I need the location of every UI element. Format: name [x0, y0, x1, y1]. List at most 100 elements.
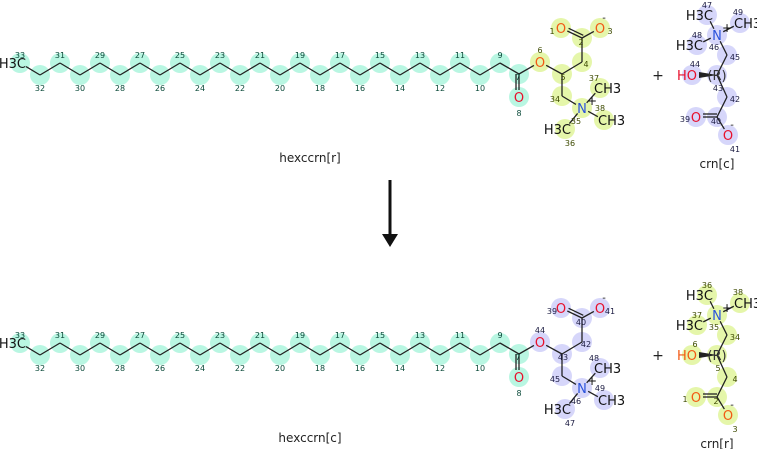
bond	[139, 342, 161, 356]
atom-number: 47	[565, 419, 575, 428]
atom-number: 1	[549, 27, 554, 36]
atom-number: 35	[571, 117, 581, 126]
atom-number: 42	[581, 340, 591, 349]
atom-symbol: H3C	[0, 57, 26, 72]
atom-symbol: H3C	[0, 337, 26, 352]
atom-number: 34	[730, 333, 740, 342]
bond	[719, 320, 728, 336]
bond	[568, 393, 579, 404]
atom-number: 10	[475, 364, 485, 373]
atom-number: 49	[733, 8, 743, 17]
atom-highlight	[590, 18, 610, 38]
charge-sign: -	[730, 400, 734, 411]
bond	[139, 62, 161, 76]
atom-symbol: O	[723, 409, 733, 424]
atom-number: 30	[75, 364, 85, 373]
bond	[239, 342, 261, 356]
atom-number: 42	[730, 95, 740, 104]
atom-symbol: (R)	[707, 349, 726, 364]
atom-number: 20	[275, 84, 285, 93]
bond	[59, 342, 81, 356]
bond	[359, 342, 381, 356]
bond	[79, 342, 101, 356]
atom-number: 37	[692, 311, 702, 320]
atom-symbol: O	[535, 56, 545, 71]
bond	[716, 96, 728, 118]
bond	[722, 25, 735, 33]
atom-number: 30	[75, 84, 85, 93]
atom-highlight	[530, 332, 550, 352]
plus-sign-top: +	[652, 68, 664, 84]
bond	[319, 342, 341, 356]
bond	[25, 66, 41, 76]
atom-highlight	[555, 119, 575, 139]
atom-number: 33	[15, 51, 25, 60]
atom-number: 16	[355, 364, 365, 373]
bond	[259, 62, 281, 76]
atom-number: 38	[733, 288, 743, 297]
atom-number: 9	[497, 331, 502, 340]
atom-symbol: CH3	[594, 362, 621, 377]
atom-number: 8	[516, 109, 521, 118]
atom-highlight	[697, 285, 717, 305]
bond	[561, 95, 577, 105]
bond	[59, 62, 81, 76]
atom-symbol: HO	[677, 349, 697, 364]
atom-number: 7	[515, 73, 520, 82]
atom-number: 40	[711, 117, 721, 126]
atom-number: 18	[315, 364, 325, 373]
atom-number: 21	[255, 51, 265, 60]
atom-number: 6	[537, 46, 542, 55]
atom-highlight	[530, 52, 550, 72]
atom-symbol: CH3	[598, 114, 625, 129]
atom-symbol: CH3	[734, 17, 757, 32]
atom-number: 4	[583, 60, 588, 69]
bond	[587, 390, 599, 398]
atom-number: 8	[516, 389, 521, 398]
bond	[568, 113, 579, 124]
atom-symbol: O	[723, 129, 733, 144]
atom-number: 22	[235, 364, 245, 373]
atom-highlight	[10, 333, 30, 353]
atom-number: 39	[680, 115, 690, 124]
atom-highlight	[687, 315, 707, 335]
charge-sign: +	[587, 374, 597, 388]
atom-symbol: O	[691, 391, 701, 406]
atom-symbol: O	[556, 302, 566, 317]
atom-highlight	[551, 18, 571, 38]
atom-number: 21	[255, 331, 265, 340]
bond	[702, 317, 712, 323]
bond	[279, 62, 301, 76]
atom-number: 26	[155, 84, 165, 93]
atom-highlight	[594, 110, 614, 130]
bond	[518, 64, 535, 75]
bond	[561, 375, 577, 385]
bond	[479, 62, 501, 76]
bond	[399, 62, 421, 76]
atom-symbol: H3C	[676, 319, 703, 334]
bond	[119, 342, 141, 356]
molecule-name: crn[r]	[700, 437, 733, 449]
atom-number: 37	[589, 74, 599, 83]
atom-symbol: (R)	[707, 69, 726, 84]
atom-symbol: CH3	[734, 297, 757, 312]
bond	[79, 62, 101, 76]
bond	[586, 372, 596, 384]
bond	[568, 307, 584, 316]
atom-symbol: N	[577, 102, 587, 117]
bond	[716, 54, 728, 76]
bond	[399, 342, 421, 356]
bond	[379, 62, 401, 76]
atom-number: 25	[175, 331, 185, 340]
bond	[39, 62, 61, 76]
atom-number: 28	[115, 84, 125, 93]
atom-highlight	[730, 13, 750, 33]
bond	[581, 30, 595, 39]
atom-number: 35	[709, 323, 719, 332]
atom-number: 12	[435, 364, 445, 373]
bond	[581, 310, 595, 319]
bond	[567, 310, 583, 319]
bond	[499, 342, 520, 355]
bond	[299, 342, 321, 356]
bond	[159, 62, 181, 76]
